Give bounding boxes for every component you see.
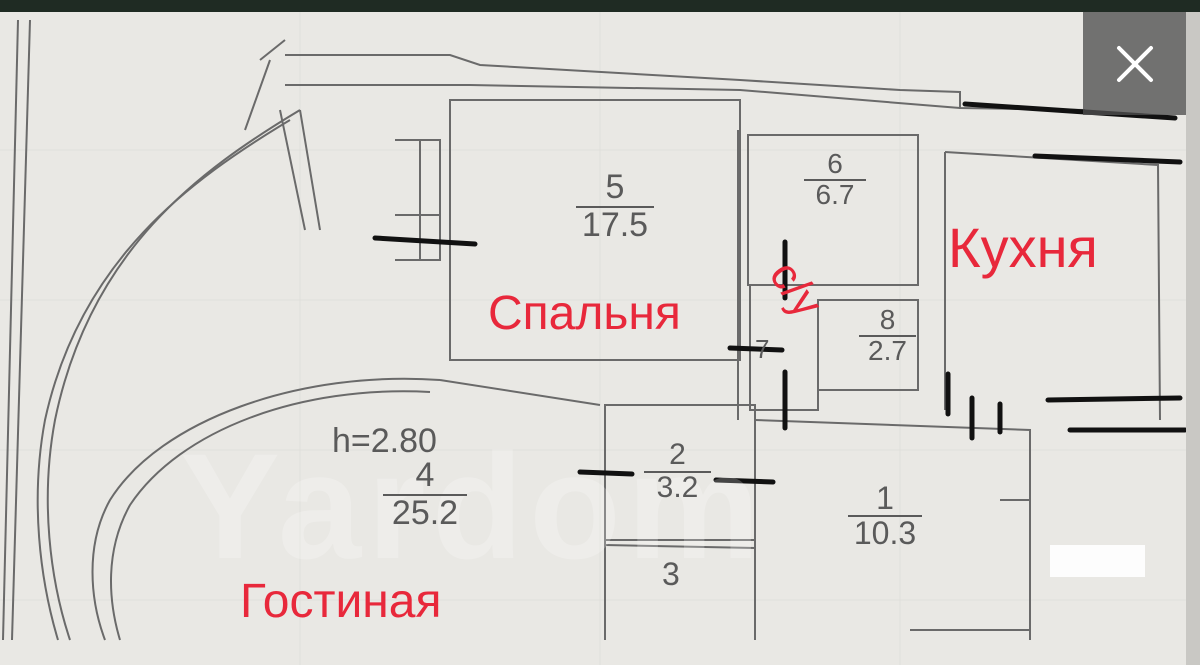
room-1-label: 1 10.3 (840, 482, 930, 549)
living-room-label: Гостиная (240, 575, 442, 628)
room-6-number: 6 (827, 148, 843, 179)
room-5-area: 17.5 (581, 206, 649, 244)
room-8-label: 8 2.7 (855, 306, 920, 365)
watermark: Yardom (180, 422, 767, 590)
room-2-area: 3.2 (656, 471, 699, 504)
room-2-label: 2 3.2 (640, 440, 715, 503)
room-6-label: 6 6.7 (800, 150, 870, 209)
room-2-number: 2 (669, 438, 686, 471)
room-7-number: 7 (755, 334, 770, 364)
room-8-area: 2.7 (868, 335, 907, 366)
room-1-area: 10.3 (853, 515, 917, 551)
room-8-number: 8 (879, 304, 896, 335)
room-5-number: 5 (605, 168, 625, 206)
bedroom-label: Спальня (488, 287, 681, 340)
room-5-label: 5 17.5 (570, 170, 660, 242)
room-4-label: 4 25.2 (375, 458, 475, 530)
close-icon (1089, 44, 1180, 84)
ceiling-height: h=2.80 (332, 422, 437, 460)
top-bar (0, 0, 1200, 12)
right-edge-strip (1186, 12, 1200, 665)
close-button[interactable] (1083, 12, 1186, 115)
room-3-number: 3 (662, 556, 680, 592)
room-6-area: 6.7 (815, 179, 855, 210)
room-4-number: 4 (415, 456, 435, 494)
kitchen-label: Кухня (948, 216, 1098, 279)
room-1-number: 1 (876, 480, 894, 516)
room-4-area: 25.2 (391, 494, 459, 532)
